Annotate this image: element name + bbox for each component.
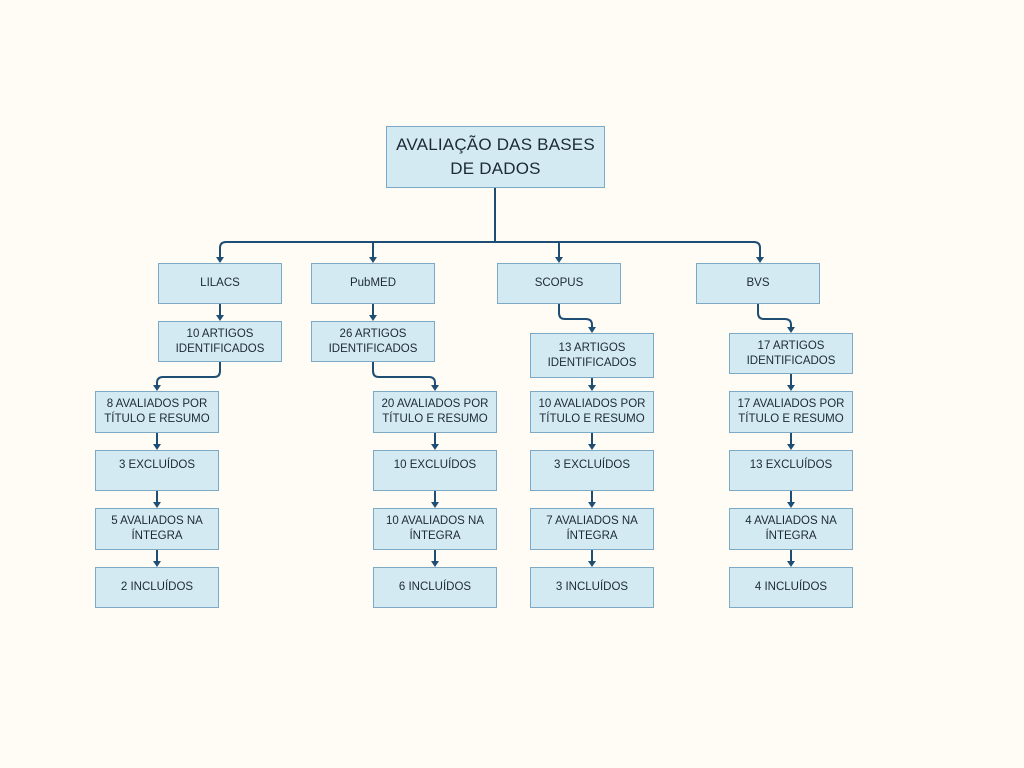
bvs-screened: 17 AVALIADOS POR TÍTULO E RESUMO <box>729 391 853 433</box>
included-label: 6 INCLUÍDOS <box>398 581 472 593</box>
database-lilacs: LILACS <box>158 263 282 304</box>
excluded-label: 13 EXCLUÍDOS <box>749 459 833 471</box>
identified-label: 13 ARTIGOS IDENTIFICADOS <box>547 341 637 369</box>
excluded-label: 3 EXCLUÍDOS <box>118 459 196 471</box>
database-name: BVS <box>746 277 770 289</box>
database-name: SCOPUS <box>534 277 584 289</box>
pubmed-included: 6 INCLUÍDOS <box>373 567 497 608</box>
pubmed-identified: 26 ARTIGOS IDENTIFICADOS <box>311 321 435 362</box>
screened-label: 8 AVALIADOS POR TÍTULO E RESUMO <box>104 398 210 425</box>
screened-label: 17 AVALIADOS POR TÍTULO E RESUMO <box>737 398 845 425</box>
pubmed-fulltext: 10 AVALIADOS NA ÍNTEGRA <box>373 508 497 550</box>
database-name: LILACS <box>200 277 240 289</box>
database-bvs: BVS <box>696 263 820 304</box>
fulltext-label: 4 AVALIADOS NA ÍNTEGRA <box>745 515 837 542</box>
branch-bvs <box>753 241 761 259</box>
root-node: AVALIAÇÃO DAS BASES DE DADOS <box>386 126 605 188</box>
fulltext-label: 10 AVALIADOS NA ÍNTEGRA <box>385 515 484 542</box>
fulltext-label: 7 AVALIADOS NA ÍNTEGRA <box>546 515 638 542</box>
identified-label: 17 ARTIGOS IDENTIFICADOS <box>746 339 836 367</box>
bvs-excluded: 13 EXCLUÍDOS <box>729 450 853 491</box>
scopus-identified: 13 ARTIGOS IDENTIFICADOS <box>530 333 654 378</box>
bvs-included: 4 INCLUÍDOS <box>729 567 853 608</box>
scopus-to-identified <box>558 303 593 329</box>
included-label: 4 INCLUÍDOS <box>754 581 828 593</box>
identified-label: 10 ARTIGOS IDENTIFICADOS <box>175 327 265 355</box>
lilacs-fulltext: 5 AVALIADOS NA ÍNTEGRA <box>95 508 219 550</box>
lilacs-included: 2 INCLUÍDOS <box>95 567 219 608</box>
fulltext-label: 5 AVALIADOS NA ÍNTEGRA <box>111 515 203 542</box>
scopus-included: 3 INCLUÍDOS <box>530 567 654 608</box>
screened-label: 20 AVALIADOS POR TÍTULO E RESUMO <box>381 398 489 425</box>
pubmed-screened: 20 AVALIADOS POR TÍTULO E RESUMO <box>373 391 497 433</box>
lilacs-identified: 10 ARTIGOS IDENTIFICADOS <box>158 321 282 362</box>
root-label: AVALIAÇÃO DAS BASES DE DADOS <box>396 135 595 178</box>
excluded-label: 10 EXCLUÍDOS <box>393 459 477 471</box>
scopus-fulltext: 7 AVALIADOS NA ÍNTEGRA <box>530 508 654 550</box>
scopus-excluded: 3 EXCLUÍDOS <box>530 450 654 491</box>
lilacs-excluded: 3 EXCLUÍDOS <box>95 450 219 491</box>
identified-label: 26 ARTIGOS IDENTIFICADOS <box>328 327 418 355</box>
bvs-fulltext: 4 AVALIADOS NA ÍNTEGRA <box>729 508 853 550</box>
lilacs-screened: 8 AVALIADOS POR TÍTULO E RESUMO <box>95 391 219 433</box>
database-name: PubMED <box>349 277 397 289</box>
database-scopus: SCOPUS <box>497 263 621 304</box>
included-label: 3 INCLUÍDOS <box>555 581 629 593</box>
branch-lilacs <box>219 241 227 259</box>
database-pubmed: PubMED <box>311 263 435 304</box>
bvs-identified: 17 ARTIGOS IDENTIFICADOS <box>729 333 853 374</box>
pubmed-excluded: 10 EXCLUÍDOS <box>373 450 497 491</box>
arrowheads <box>153 257 795 567</box>
screened-label: 10 AVALIADOS POR TÍTULO E RESUMO <box>538 398 646 425</box>
pubmed-identified-to-screened <box>372 361 436 387</box>
excluded-label: 3 EXCLUÍDOS <box>553 459 631 471</box>
included-label: 2 INCLUÍDOS <box>120 581 194 593</box>
scopus-screened: 10 AVALIADOS POR TÍTULO E RESUMO <box>530 391 654 433</box>
bvs-to-identified <box>757 303 792 329</box>
lilacs-identified-to-screened <box>156 361 221 387</box>
